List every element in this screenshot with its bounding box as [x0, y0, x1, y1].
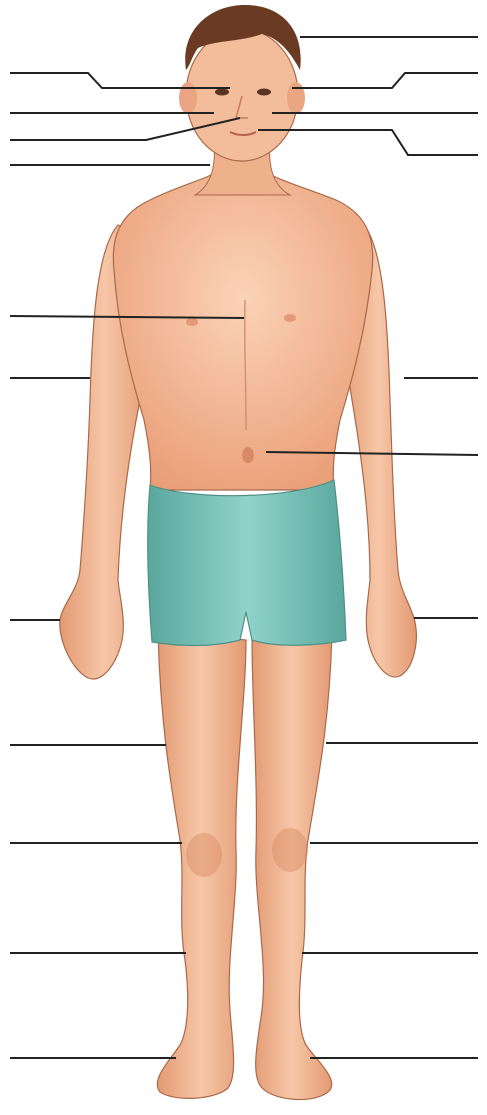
shorts — [148, 480, 346, 646]
right-ear — [287, 82, 305, 114]
navel — [242, 447, 254, 463]
right-nipple — [284, 314, 296, 322]
head — [179, 5, 305, 161]
leader-line-chin — [258, 130, 478, 155]
right-knee-shade — [272, 828, 308, 872]
right-eye — [257, 89, 271, 96]
left-nipple — [186, 318, 198, 326]
legs — [157, 630, 332, 1100]
left-ear — [179, 82, 197, 114]
face — [186, 29, 298, 161]
left-knee-shade — [186, 833, 222, 877]
leader-line-ear — [292, 73, 478, 88]
left-eye — [215, 89, 229, 96]
torso — [113, 170, 372, 490]
